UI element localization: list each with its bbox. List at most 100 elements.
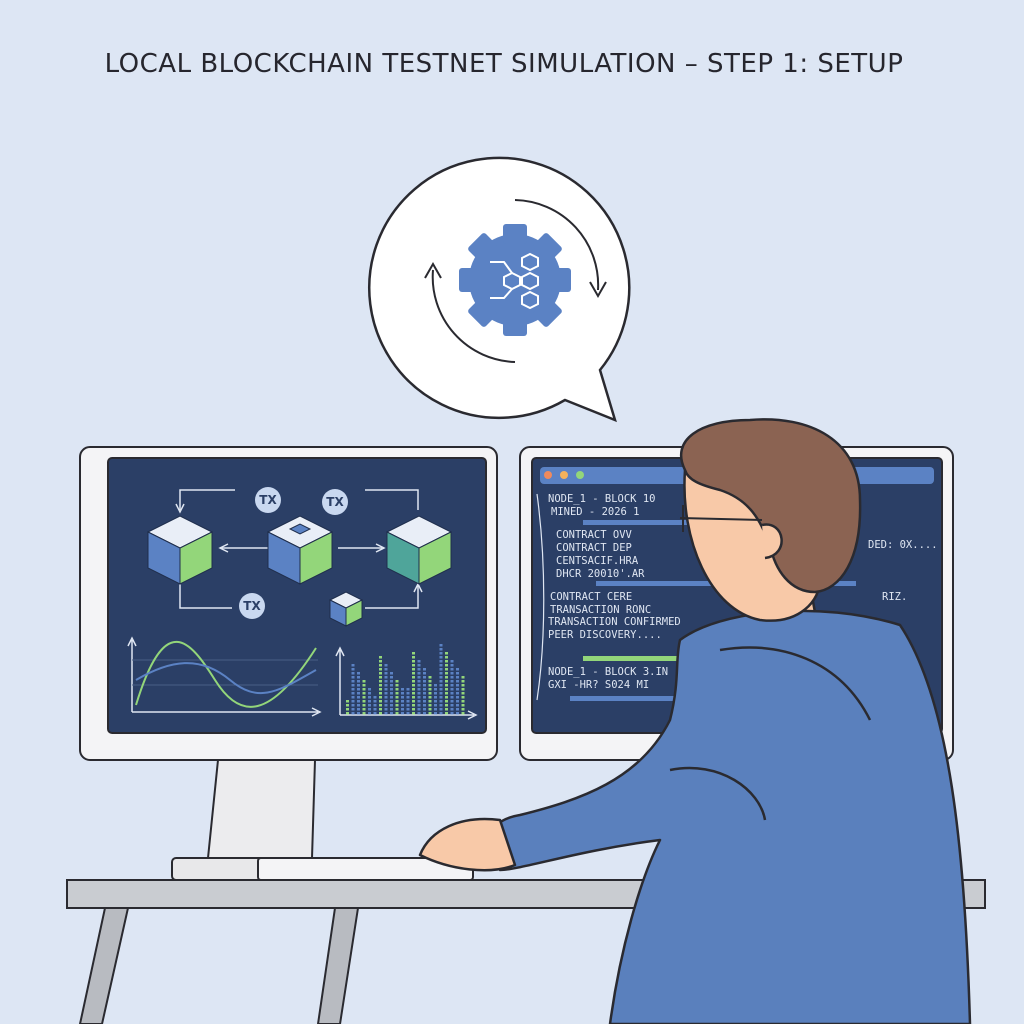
bar-segment — [357, 688, 360, 691]
bar-segment — [401, 708, 404, 711]
bar-segment — [395, 712, 399, 715]
bar-segment — [428, 680, 432, 683]
bar-segment — [439, 652, 443, 655]
bar-segment — [445, 712, 448, 715]
bar-segment — [439, 696, 443, 699]
bar-segment — [423, 696, 426, 699]
bar-segment — [428, 712, 432, 715]
bar-segment — [456, 704, 459, 707]
bar-segment — [417, 676, 421, 679]
bar-segment — [445, 708, 448, 711]
bar-segment — [434, 688, 437, 691]
bar-segment — [428, 684, 432, 687]
bar-segment — [461, 708, 465, 711]
terminal-line: TRANSACTION RONC — [550, 604, 651, 616]
bar-segment — [445, 656, 448, 659]
bar-segment — [450, 704, 454, 707]
bar-segment — [357, 700, 360, 703]
bar-segment — [417, 672, 421, 675]
bar-segment — [412, 712, 415, 715]
bar-segment — [450, 696, 454, 699]
bar-segment — [456, 700, 459, 703]
bar-segment — [395, 680, 399, 683]
bar-segment — [445, 664, 448, 667]
bar-segment — [456, 668, 459, 671]
bar-segment — [395, 700, 399, 703]
bar-segment — [417, 696, 421, 699]
bar-segment — [390, 676, 393, 679]
bar-segment — [362, 684, 366, 687]
left-monitor — [79, 446, 498, 881]
bar-segment — [373, 700, 377, 703]
bar-segment — [379, 684, 382, 687]
bar-segment — [417, 700, 421, 703]
bar-segment — [439, 648, 443, 651]
bar-segment — [390, 688, 393, 691]
bar-segment — [406, 692, 410, 695]
bar-segment — [450, 668, 454, 671]
bar-segment — [379, 680, 382, 683]
bar-segment — [390, 704, 393, 707]
blockchain-diagram: TX TX TX — [146, 487, 453, 627]
bar-segment — [401, 704, 404, 707]
bar-segment — [406, 704, 410, 707]
bar-segment — [423, 676, 426, 679]
bar-segment — [439, 692, 443, 695]
bar-segment — [357, 672, 360, 675]
bar-segment — [384, 688, 388, 691]
bar-segment — [379, 664, 382, 667]
bar-segment — [450, 712, 454, 715]
close-dot-icon — [544, 471, 552, 479]
terminal-line: CENTSACIF.HRA — [556, 555, 639, 567]
bar-segment — [357, 708, 360, 711]
bar-segment — [417, 712, 421, 715]
bar-segment — [456, 712, 459, 715]
bar-segment — [423, 684, 426, 687]
bar-segment — [450, 684, 454, 687]
bar-segment — [401, 692, 404, 695]
bar-segment — [439, 676, 443, 679]
bar-segment — [401, 712, 404, 715]
bar-segment — [384, 664, 388, 667]
bar-segment — [379, 696, 382, 699]
bar-segment — [351, 676, 355, 679]
bar-segment — [395, 688, 399, 691]
bar-segment — [439, 700, 443, 703]
bar-segment — [379, 672, 382, 675]
bar-segment — [412, 700, 415, 703]
person — [418, 418, 972, 1024]
terminal-line: CONTRACT DEP — [556, 542, 632, 554]
bar-segment — [445, 676, 448, 679]
bar-segment — [373, 712, 377, 715]
bar-segment — [395, 708, 399, 711]
bar-segment — [351, 664, 355, 667]
bar-segment — [346, 712, 349, 715]
bar-segment — [434, 704, 437, 707]
bar-segment — [428, 700, 432, 703]
bar-segment — [445, 652, 448, 655]
bar-segment — [445, 680, 448, 683]
bar-segment — [368, 704, 371, 707]
bar-segment — [428, 692, 432, 695]
bar-segment — [445, 692, 448, 695]
bar-segment — [445, 684, 448, 687]
bar-segment — [406, 712, 410, 715]
page-title: LOCAL BLOCKCHAIN TESTNET SIMULATION – ST… — [105, 49, 904, 79]
bar-segment — [439, 680, 443, 683]
bar-segment — [445, 688, 448, 691]
bar-segment — [412, 668, 415, 671]
bar-segment — [423, 672, 426, 675]
bar-segment — [384, 684, 388, 687]
bar-segment — [456, 676, 459, 679]
bar-segment — [379, 668, 382, 671]
bar-segment — [423, 680, 426, 683]
bar-segment — [428, 708, 432, 711]
bar-segment — [461, 696, 465, 699]
bar-segment — [379, 688, 382, 691]
bar-segment — [362, 700, 366, 703]
terminal-line: CONTRACT OVV — [556, 529, 633, 541]
bar-segment — [368, 696, 371, 699]
bar-segment — [379, 660, 382, 663]
bar-segment — [368, 700, 371, 703]
